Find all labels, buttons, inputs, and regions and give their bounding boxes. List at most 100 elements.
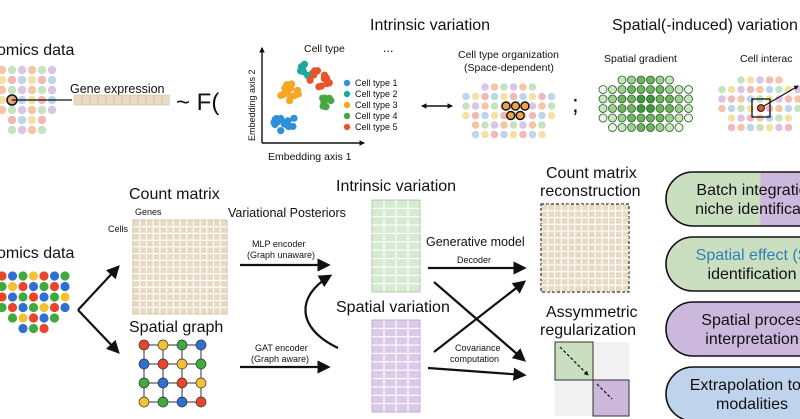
tissue-dot [28,313,39,323]
graph-node [176,339,188,351]
application-line-2: niche identificati [695,201,800,218]
generative-model-label: Generative model [426,235,525,249]
scatter-point [271,115,279,124]
organized-cell [510,101,521,111]
cell-type-organization-label: Cell type organization [458,49,559,61]
organization-tissue-dots [462,83,556,139]
tissue-dot [27,125,37,135]
tissue-dot [490,111,499,120]
tissue-dot [471,102,480,110]
tissue-dot [528,83,537,91]
split-arrows [77,265,120,354]
tissue-dot [37,65,47,75]
tissue-dot [646,104,655,113]
tissue-dot [775,85,783,94]
tissue-dot [18,281,28,292]
tissue-dot [481,92,489,101]
tissue-dot [608,94,617,104]
intrinsic-variation-title: Intrinsic variation [370,17,490,34]
scatter-point [322,103,330,111]
tissue-dot [490,102,499,110]
tissue-dot [746,123,755,132]
tissue-dot [636,94,646,104]
tissue-dot [39,292,49,302]
graph-node [195,358,207,370]
cell-type-label: Cell type [304,43,345,55]
tissue-dot [528,130,537,139]
legend-swatch [343,90,351,98]
count-matrix-title: Count matrix [129,186,220,203]
cells-label: Cells [108,224,129,234]
tissue-dot [547,92,556,101]
cross-arrow-down [433,281,526,362]
tissue-dot [765,85,774,94]
tissue-dot [646,75,655,85]
application-pill [665,171,800,227]
tissue-dot [27,85,37,95]
tissue-dot [462,92,470,101]
tissue-dot [627,113,636,123]
tissue-dot [7,292,18,302]
tissue-dot [500,83,508,91]
mlp-encoder-label: MLP encoder [252,239,305,249]
tissue-dot [17,125,27,135]
scatter-point [277,114,285,123]
tissue-dot [727,85,736,94]
cell-interaction-label: Cell interac [740,53,793,65]
bottom-tissue-dots [0,271,70,334]
tissue-dot [674,94,684,104]
tissue-dot [756,76,764,84]
top-omics-data-label: omics data [0,42,74,59]
tissue-dot [7,105,17,115]
gene-bar-cell [81,94,90,106]
tissue-dot [784,104,793,113]
tissue-dot [617,113,627,123]
tissue-dot [49,313,60,323]
tissue-dot [60,292,70,302]
reconstruction-title-2: reconstruction [540,183,641,200]
tissue-dot [684,113,693,123]
intrinsic-variation-bottom-title: Intrinsic variation [336,178,456,195]
tissue-dot [598,85,608,94]
tissue-dot [718,104,726,113]
tissue-dot [547,111,556,120]
approx-f-label: ~ F( [176,89,219,116]
tissue-dot [49,292,60,302]
tissue-dot [655,104,665,113]
tissue-dot [727,123,736,132]
tissue-dot [608,85,617,94]
tissue-dot [471,130,480,139]
tissue-dot [665,85,674,94]
tissue-dot [737,76,745,84]
gene-bar-cell [113,94,122,106]
tissue-dot [49,271,60,281]
tissue-dot [28,271,39,281]
tissue-dot [746,85,755,94]
tissue-dot [39,313,49,323]
application-pill [665,366,800,419]
tissue-dot [737,123,745,132]
legend-swatch [343,112,351,120]
tissue-dot [490,83,499,91]
tissue-dot [519,121,527,129]
scatter-point [320,74,328,83]
graph-node [176,358,188,370]
tissue-dot [37,105,47,115]
scatter-point [327,96,335,105]
tissue-dot [490,121,499,129]
tissue-dot [60,271,70,281]
tissue-dot [627,75,636,85]
tissue-dot [509,83,518,91]
computation-label: computation [450,354,499,364]
organized-cell [520,101,530,111]
tissue-dot [627,123,636,132]
tissue-dot [471,111,480,120]
graph-node [157,396,169,408]
tissue-dot [727,104,736,113]
tissue-dot [27,115,37,125]
tissue-dot [39,271,49,281]
application-line-2: interpretation [705,331,798,348]
tissue-dot [684,85,693,94]
tissue-dot [519,92,527,101]
